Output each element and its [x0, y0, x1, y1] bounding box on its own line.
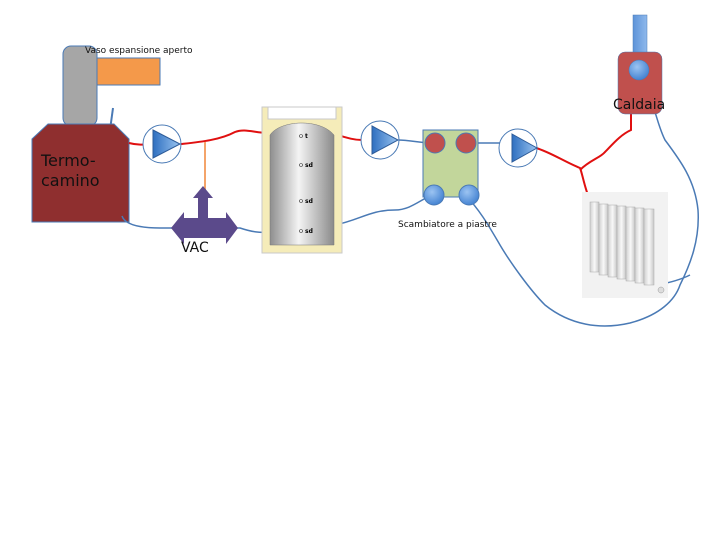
- radiator-valve: [657, 286, 665, 294]
- expansion-vessel: [62, 45, 161, 131]
- boiler-burner-icon: [628, 59, 650, 81]
- pump-arrow-icon: [511, 133, 539, 163]
- tank-body: [269, 122, 335, 246]
- exchanger-hot-port: [424, 132, 446, 154]
- exchanger-cold-port: [423, 184, 445, 206]
- tank-sensor-2: sd: [305, 162, 313, 169]
- gas-boiler: [617, 14, 663, 115]
- hot-pipe-boiler: [579, 112, 632, 171]
- expansion-vessel-label: Vaso espansione aperto: [85, 46, 193, 56]
- exchanger-hot-port: [455, 132, 477, 154]
- fireplace-label-line2: camino: [41, 171, 100, 190]
- radiator: [582, 192, 668, 298]
- storage-tank: t sd sd sd: [261, 106, 343, 254]
- tank-sensor-4: sd: [305, 228, 313, 235]
- pump-1: [142, 124, 182, 164]
- pump-3: [498, 128, 539, 168]
- sensor-dot: [299, 134, 303, 138]
- heat-exchanger-label: Scambiatore a piastre: [398, 220, 497, 230]
- pump-arrow-icon: [152, 129, 182, 159]
- vac-valve: [171, 186, 238, 244]
- fireplace-boiler: [31, 123, 130, 223]
- cold-pipe-exchanger-to-tank: [334, 194, 433, 226]
- pump-2: [360, 120, 400, 160]
- valve-arrows-icon: [171, 186, 238, 244]
- sensor-dot: [299, 163, 303, 167]
- hot-pipe-pump-to-radiator: [535, 147, 591, 201]
- pump-arrow-icon: [371, 125, 400, 155]
- plate-heat-exchanger: [422, 129, 480, 206]
- expansion-vessel-orange-box: [96, 57, 161, 86]
- sensor-dot: [299, 199, 303, 203]
- valve-label: VAC: [181, 240, 209, 256]
- exchanger-cold-port: [458, 184, 480, 206]
- sensor-dot: [299, 229, 303, 233]
- tank-sensor-1: t: [305, 133, 308, 140]
- radiator-fins: [589, 201, 655, 286]
- tank-sensor-3: sd: [305, 198, 313, 205]
- boiler-flue: [632, 14, 648, 58]
- cold-return-loop: [465, 111, 699, 327]
- boiler-label: Caldaia: [613, 97, 665, 113]
- fireplace-label-line1: Termo-: [40, 151, 96, 170]
- expansion-vessel-grey-tank: [62, 45, 98, 127]
- tank-top-gap: [267, 106, 337, 120]
- boiler-body: [617, 51, 663, 115]
